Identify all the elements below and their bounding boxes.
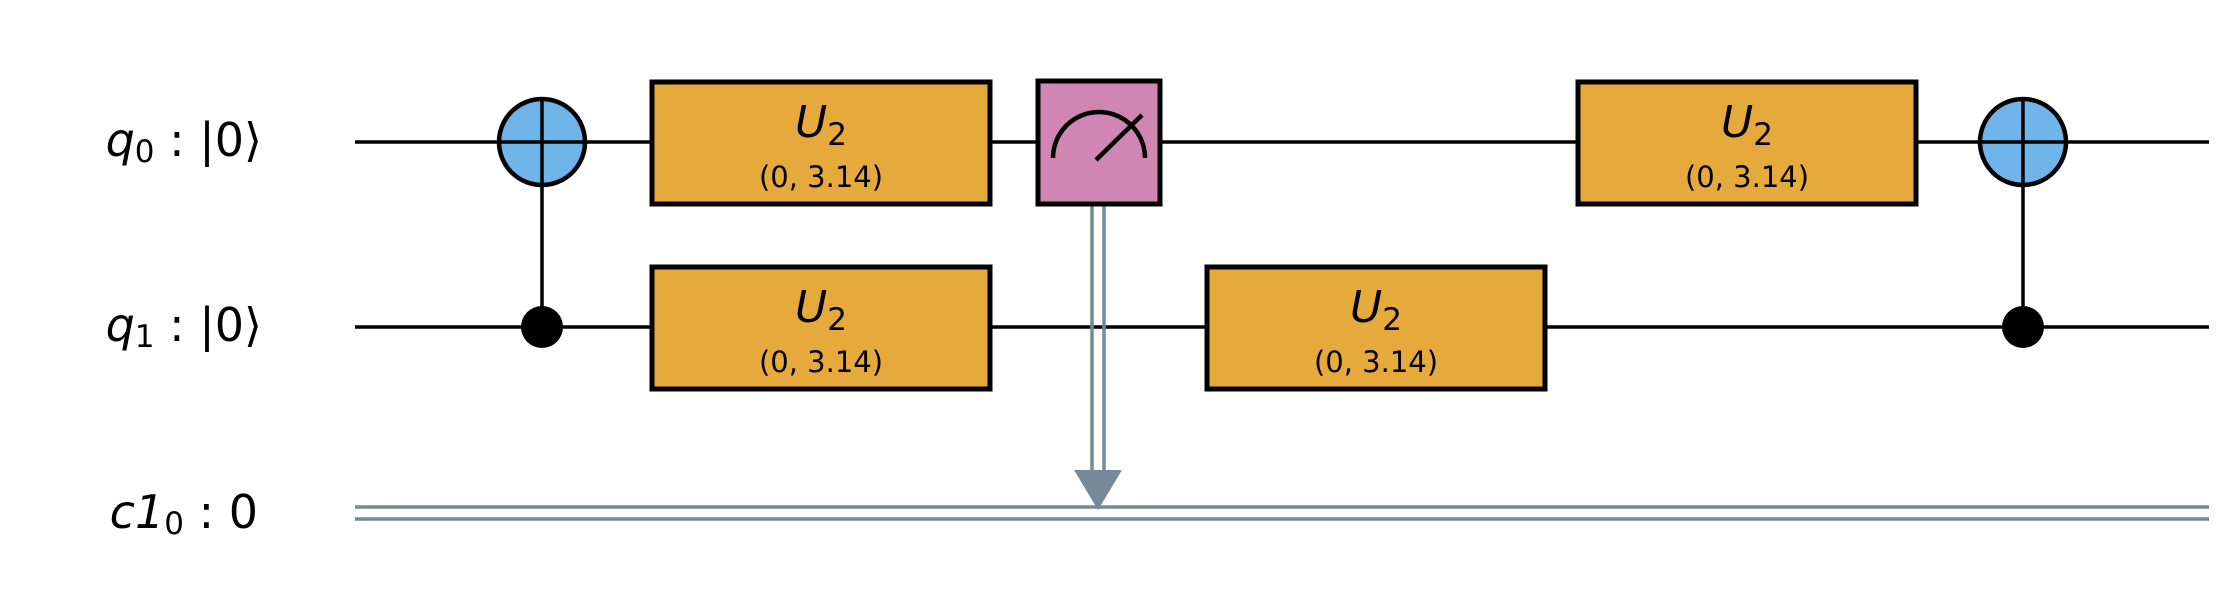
wire-label-c1-0-index: 0 [164,506,184,542]
u2-gate-label-sub: 2 [827,302,847,338]
u2-gate-label: U2 [1721,97,1773,153]
wire-label-c1-0-name: c1 [110,485,165,539]
measure-arrow-icon [1074,470,1122,510]
u2-gate-label-main: U [1350,282,1382,333]
u2-gate-params: (0, 3.14) [1685,160,1809,194]
u2-gate-params: (0, 3.14) [759,160,883,194]
wire-label-q0-name: q [106,113,135,167]
meter-icon [1050,109,1148,159]
u2-gate-box [1204,264,1548,392]
cnot-control-dot-icon [2002,306,2044,348]
u2-gate-params: (0, 3.14) [1314,345,1438,379]
u2-gate-q1-col1[interactable]: U2 (0, 3.14) [649,264,993,392]
u2-gate-q0-col4[interactable]: U2 (0, 3.14) [1575,79,1919,207]
u2-gate-label-main: U [795,282,827,333]
wire-labels: q0 : |0⟩ q1 : |0⟩ c10 : 0 [106,113,262,542]
u2-gate-box [1575,79,1919,207]
u2-gate-box [649,264,993,392]
u2-gate-label-sub: 2 [1382,302,1402,338]
wire-label-q0: q0 : |0⟩ [106,113,262,170]
wire-label-q1-name: q [106,298,135,352]
u2-gate-label: U2 [795,282,847,338]
measure-gate-box [1035,78,1163,207]
cnot-gate-2[interactable] [1977,96,2069,348]
u2-gate-label-main: U [1721,97,1753,148]
wire-label-c1-0-init: 0 [229,485,258,539]
wire-label-q1-init: |0⟩ [199,298,262,353]
wire-label-q0-sep: : [155,113,200,167]
measure-gate[interactable] [1035,78,1163,510]
u2-gate-q1-col3[interactable]: U2 (0, 3.14) [1204,264,1548,392]
wire-label-q1-index: 1 [135,319,155,355]
wire-label-q1: q1 : |0⟩ [106,298,262,355]
u2-gate-label: U2 [1350,282,1402,338]
wire-label-q1-sep: : [155,298,200,352]
meter-needle-icon [1094,113,1144,162]
cnot-control-dot-icon [521,306,563,348]
u2-gate-label: U2 [795,97,847,153]
u2-gate-label-sub: 2 [827,117,847,153]
wire-label-c1-0-sep: : [184,485,229,539]
wire-label-q0-init: |0⟩ [199,113,262,168]
u2-gate-params: (0, 3.14) [759,345,883,379]
u2-gate-label-sub: 2 [1753,117,1773,153]
u2-gate-label-main: U [795,97,827,148]
wire-label-q0-index: 0 [135,134,155,170]
wire-label-c1-0: c10 : 0 [110,485,258,542]
cnot-gate-1[interactable] [496,96,588,348]
u2-gate-q0-col1[interactable]: U2 (0, 3.14) [649,79,993,207]
u2-gate-box [649,79,993,207]
